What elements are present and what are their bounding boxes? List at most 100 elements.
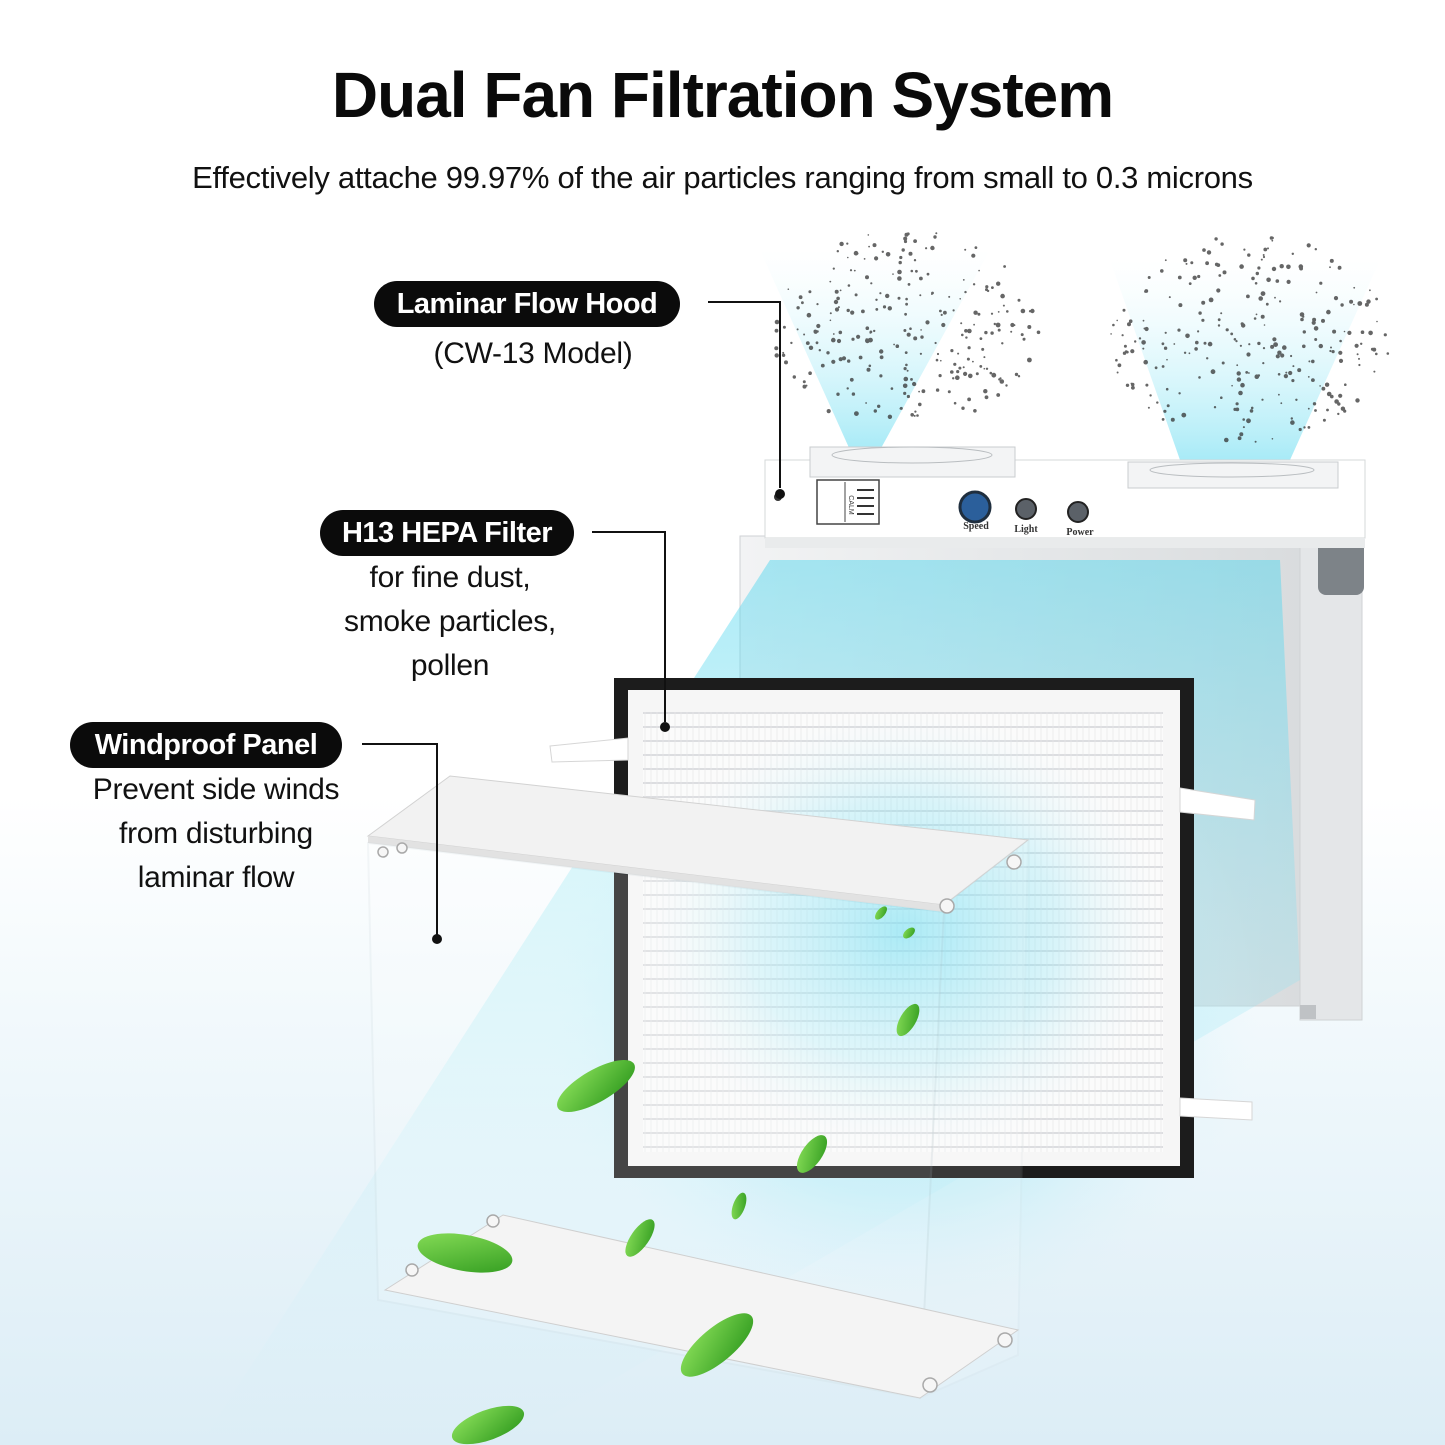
particle-dot	[961, 406, 965, 410]
particle-dot	[808, 345, 814, 350]
particle-dot	[1197, 330, 1200, 333]
particle-dot	[1298, 264, 1304, 269]
particle-dot	[850, 310, 855, 315]
particle-dot	[787, 288, 790, 291]
particle-dot	[906, 369, 909, 372]
particle-dot	[1242, 426, 1245, 429]
particle-dot	[1128, 319, 1133, 324]
particle-dot	[839, 289, 842, 292]
particle-dot	[1360, 342, 1363, 345]
particle-dot	[815, 341, 819, 345]
particle-dot	[1154, 366, 1158, 370]
particle-dot	[834, 307, 840, 312]
particle-dot	[903, 236, 908, 241]
particle-dot	[865, 275, 869, 280]
particle-dot	[877, 404, 881, 408]
particle-dot	[952, 377, 955, 380]
particle-dot	[1312, 402, 1317, 406]
particle-dot	[1188, 282, 1192, 285]
particle-dot	[967, 346, 971, 350]
filter-desc-line: for fine dust,	[369, 561, 531, 594]
particle-dot	[1165, 387, 1169, 391]
particle-dot	[925, 247, 928, 250]
particle-dot	[903, 329, 907, 332]
particle-dot	[882, 305, 887, 309]
particle-dot	[796, 328, 799, 331]
particle-dot	[1245, 371, 1249, 374]
particle-dot	[1313, 326, 1319, 331]
particle-dot	[837, 306, 840, 309]
particle-dot	[1028, 310, 1032, 313]
particle-dot	[1353, 303, 1355, 306]
particle-dot	[1246, 352, 1251, 357]
particle-dot	[920, 329, 922, 331]
particle-dot	[1270, 344, 1275, 349]
particle-dot	[897, 296, 901, 300]
particle-dot	[1236, 377, 1242, 382]
particle-dot	[868, 245, 870, 248]
particle-dot	[1239, 264, 1244, 269]
particle-dot	[1115, 358, 1118, 362]
particle-dot	[1201, 318, 1205, 322]
particle-dot	[1117, 363, 1122, 368]
particle-dot	[887, 306, 892, 311]
particle-dot	[1231, 384, 1233, 387]
particle-dot	[918, 390, 920, 393]
particle-dot	[847, 359, 851, 363]
particle-dot	[1147, 406, 1150, 409]
particle-dot	[979, 337, 983, 340]
particle-dot	[1220, 312, 1223, 315]
particle-dot	[1314, 409, 1317, 412]
particle-dot	[996, 393, 1001, 397]
particle-dot	[1254, 374, 1260, 380]
particle-dot	[1208, 297, 1214, 303]
particle-dot	[903, 367, 907, 371]
particle-dot	[1307, 376, 1310, 378]
particle-dot	[906, 394, 911, 399]
particle-dot	[1246, 418, 1251, 424]
particle-dot	[853, 269, 856, 272]
particle-dot	[1329, 266, 1331, 269]
particle-dot	[939, 309, 942, 313]
particle-dot	[1311, 320, 1316, 325]
particle-dot	[1017, 298, 1021, 302]
particle-dot	[1321, 318, 1325, 323]
particle-dot	[1302, 330, 1307, 334]
particle-dot	[899, 407, 902, 410]
particle-dot	[1255, 313, 1258, 316]
particle-dot	[1248, 343, 1251, 346]
particle-dot	[1236, 371, 1241, 376]
particle-dot	[931, 291, 934, 295]
panel-desc-line: Prevent side winds	[92, 773, 340, 806]
particle-dot	[798, 295, 803, 300]
particle-dot	[879, 374, 883, 378]
particle-dot	[983, 356, 986, 359]
particle-dot	[1364, 302, 1369, 307]
particle-dot	[974, 246, 978, 250]
particle-dot	[1266, 277, 1271, 283]
filter-description: for fine dust, smoke particles, pollen	[323, 556, 577, 688]
particle-dot	[938, 374, 942, 378]
right-fan-plume	[1110, 260, 1380, 460]
particle-dot	[989, 371, 993, 375]
particle-dot	[935, 388, 940, 392]
particle-dot	[1375, 352, 1378, 356]
particle-dot	[1277, 373, 1281, 376]
particle-dot	[879, 349, 884, 354]
particle-dot	[964, 248, 967, 251]
particle-dot	[933, 235, 937, 239]
particle-dot	[898, 260, 902, 265]
particle-dot	[1332, 329, 1337, 334]
particle-dot	[1164, 259, 1167, 262]
windproof-panel	[366, 775, 1030, 1400]
particle-dot	[1110, 333, 1112, 335]
particle-dot	[996, 281, 1001, 286]
particle-dot	[1300, 317, 1304, 322]
particle-dot	[1147, 276, 1151, 279]
particle-dot	[881, 250, 884, 253]
particle-dot	[903, 239, 908, 244]
particle-dot	[1190, 261, 1194, 265]
particle-dot	[1253, 317, 1257, 320]
particle-dot	[1369, 289, 1371, 292]
hepa-filter	[549, 678, 1256, 1178]
